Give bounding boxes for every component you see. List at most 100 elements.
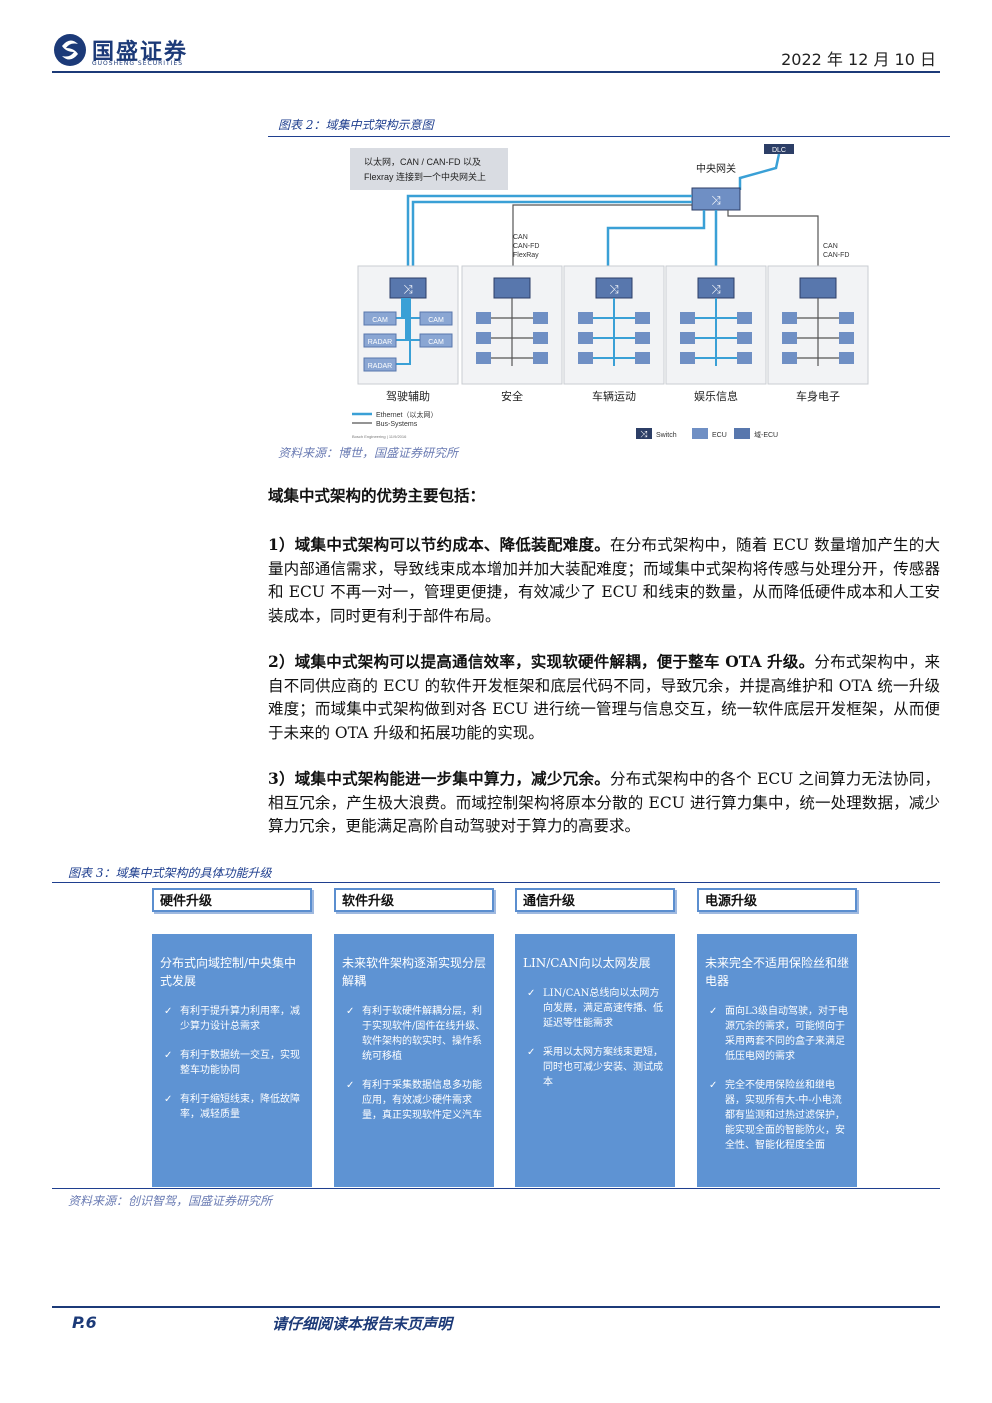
upgrade-card: LIN/CAN向以太网发展 LIN/CAN总线向以太网方向发展，满足高速传播、低延… [515,934,675,1187]
domain-controller [799,277,837,299]
ethernet-link [396,298,407,341]
card-bullet: 采用以太网方案线束更短，同时也可减少安装、测试成本 [523,1045,667,1090]
card-bullet: 有利于采集数据信息多功能应用，有效减少硬件需求量，真正实现软件定义汽车 [342,1078,486,1123]
legend-domain-ecu: 域-ECU [754,430,778,439]
ethernet-link [396,298,411,365]
sensor-ecu [363,333,397,348]
ecu [839,352,854,364]
legend-bus-systems: Bus-Systems [376,421,418,428]
figure3-caption-rule [52,882,940,883]
card-bullet: 有利于数据统一交互，实现整车功能协同 [160,1048,304,1078]
ecu [782,332,797,344]
ecu [737,352,752,364]
ecu [680,332,695,344]
card-bullets: 面向L3级自动驾驶，对于电源冗余的需求，可能倾向于采用两套不同的盒子来满足低压电… [705,1004,849,1153]
paragraph-2-lead: 2）域集中式架构可以提高通信效率，实现软硬件解耦，便于整车 OTA 升级。 [268,652,815,671]
domain-architecture-diagram: 以太网，CAN / CAN-FD 以及 Flexray 连接到一个中央网关上 D… [268,138,950,443]
section-heading: 域集中式架构的优势主要包括： [268,486,486,505]
central-gateway-label: 中央网关 [696,162,736,175]
ecu [635,312,650,324]
domain-label: 安全 [501,389,523,403]
sensor-label: CAM [372,317,388,324]
ecu [578,312,593,324]
category-header: 电源升级 [697,888,857,912]
figure2-caption: 图表 2：域集中式架构示意图 [278,118,434,132]
category-header: 软件升级 [334,888,494,912]
card-title: LIN/CAN向以太网发展 [523,956,651,970]
legend-domain-ecu-icon [734,428,750,439]
dlc-box [764,144,794,154]
upgrade-card: 分布式向域控制/中央集中式发展有利于提升算力利用率，减少算力设计总需求有利于数据… [152,934,312,1187]
report-date: 2022 年 12 月 10 日 [781,50,936,69]
domain-controller [493,277,531,299]
ecu [680,312,695,324]
diagram-credit: Bosch Engineering | 11/9/2016 [352,434,407,439]
logo-text: 国盛证券 [92,39,189,65]
note-line-2: Flexray 连接到一个中央网关上 [364,171,486,182]
ecu [737,332,752,344]
ecu [476,312,491,324]
footer-rule [52,1306,940,1308]
legend-ethernet: Ethernet（以太网） [376,410,437,419]
domain-label: 驾驶辅助 [386,389,430,403]
card-title: 未来软件架构逐渐实现分层解耦 [342,956,487,988]
legend-switch-icon [636,428,652,439]
ecu [476,352,491,364]
category-header: 硬件升级 [152,888,312,912]
switch-icon: ⤨ [711,193,721,207]
figure3-source: 资料来源：创识智驾，国盛证券研究所 [68,1194,273,1208]
note-box [350,148,508,190]
paragraph-1: 1）域集中式架构可以节约成本、降低装配难度。在分布式架构中，随着 ECU 数量增… [268,533,940,628]
ethernet-link [403,298,420,319]
sensor-label: CAM [428,339,444,346]
ecu [533,312,548,324]
figure2-source: 资料来源：博世，国盛证券研究所 [278,446,459,460]
note-line-1: 以太网，CAN / CAN-FD 以及 [364,156,481,167]
figure2-caption-rule [268,136,950,137]
dlc-label: DLC [772,147,786,154]
paragraph-3-body: 分布式架构中的各个 ECU 之间算力无法协同，相互冗余，产生极大浪费。而域控制架… [268,770,940,835]
card-bullet: 有利于提升算力利用率，减少算力设计总需求 [160,1004,304,1034]
switch-icon: ⤨ [711,282,721,296]
domain-label: 娱乐信息 [694,389,738,403]
card-title: 未来完全不适用保险丝和继电器 [705,956,850,988]
ecu [578,352,593,364]
sensor-label: CAM [428,317,444,324]
ecu [476,332,491,344]
legend-ecu-icon [692,428,708,439]
ecu [782,352,797,364]
sensor-ecu [419,333,453,348]
ecu [578,332,593,344]
card-bullets: LIN/CAN总线向以太网方向发展，满足高速传播、低延迟等性能需求采用以太网方案… [523,986,667,1090]
paragraph-1-lead: 1）域集中式架构可以节约成本、降低装配难度。 [268,535,610,554]
legend-ecu: ECU [712,432,727,439]
company-logo [54,34,86,66]
paragraph-3-lead: 3）域集中式架构能进一步集中算力，减少冗余。 [268,769,610,788]
header-rule [52,71,940,73]
card-bullets: 有利于软硬件解耦分层，利于实现软件/固件在线升级、软件架构的软实时、操作系统可移… [342,1004,486,1123]
svg-text:⤨: ⤨ [640,430,648,440]
figure3-bottom-rule [52,1188,940,1189]
page-number: P.6 [72,1313,97,1332]
upgrade-card: 未来软件架构逐渐实现分层解耦有利于软硬件解耦分层，利于实现软件/固件在线升级、软… [334,934,494,1187]
card-bullet: LIN/CAN总线向以太网方向发展，满足高速传播、低延迟等性能需求 [523,986,667,1031]
ecu [533,332,548,344]
ecu [839,312,854,324]
figure3-caption: 图表 3：域集中式架构的具体功能升级 [68,866,272,880]
sensor-ecu [363,311,397,326]
sensor-label: RADAR [368,339,393,346]
card-bullet: 面向L3级自动驾驶，对于电源冗余的需求，可能倾向于采用两套不同的盒子来满足低压电… [705,1004,849,1064]
card-bullet: 有利于缩短线束，降低故障率，减轻质量 [160,1092,304,1122]
ethernet-link [407,298,420,341]
ecu [737,312,752,324]
domain-label: 车身电子 [796,389,840,403]
card-bullet: 有利于软硬件解耦分层，利于实现软件/固件在线升级、软件架构的软实时、操作系统可移… [342,1004,486,1064]
ecu [680,352,695,364]
card-title: 分布式向域控制/中央集中式发展 [160,956,297,988]
footer-disclaimer: 请仔细阅读本报告末页声明 [272,1315,453,1333]
logo-subtext: GUOSHENG SECURITIES [92,60,184,67]
ethernet-link [396,298,403,319]
paragraph-3: 3）域集中式架构能进一步集中算力，减少冗余。分布式架构中的各个 ECU 之间算力… [268,767,940,839]
card-bullets: 有利于提升算力利用率，减少算力设计总需求有利于数据统一交互，实现整车功能协同有利… [160,1004,304,1122]
